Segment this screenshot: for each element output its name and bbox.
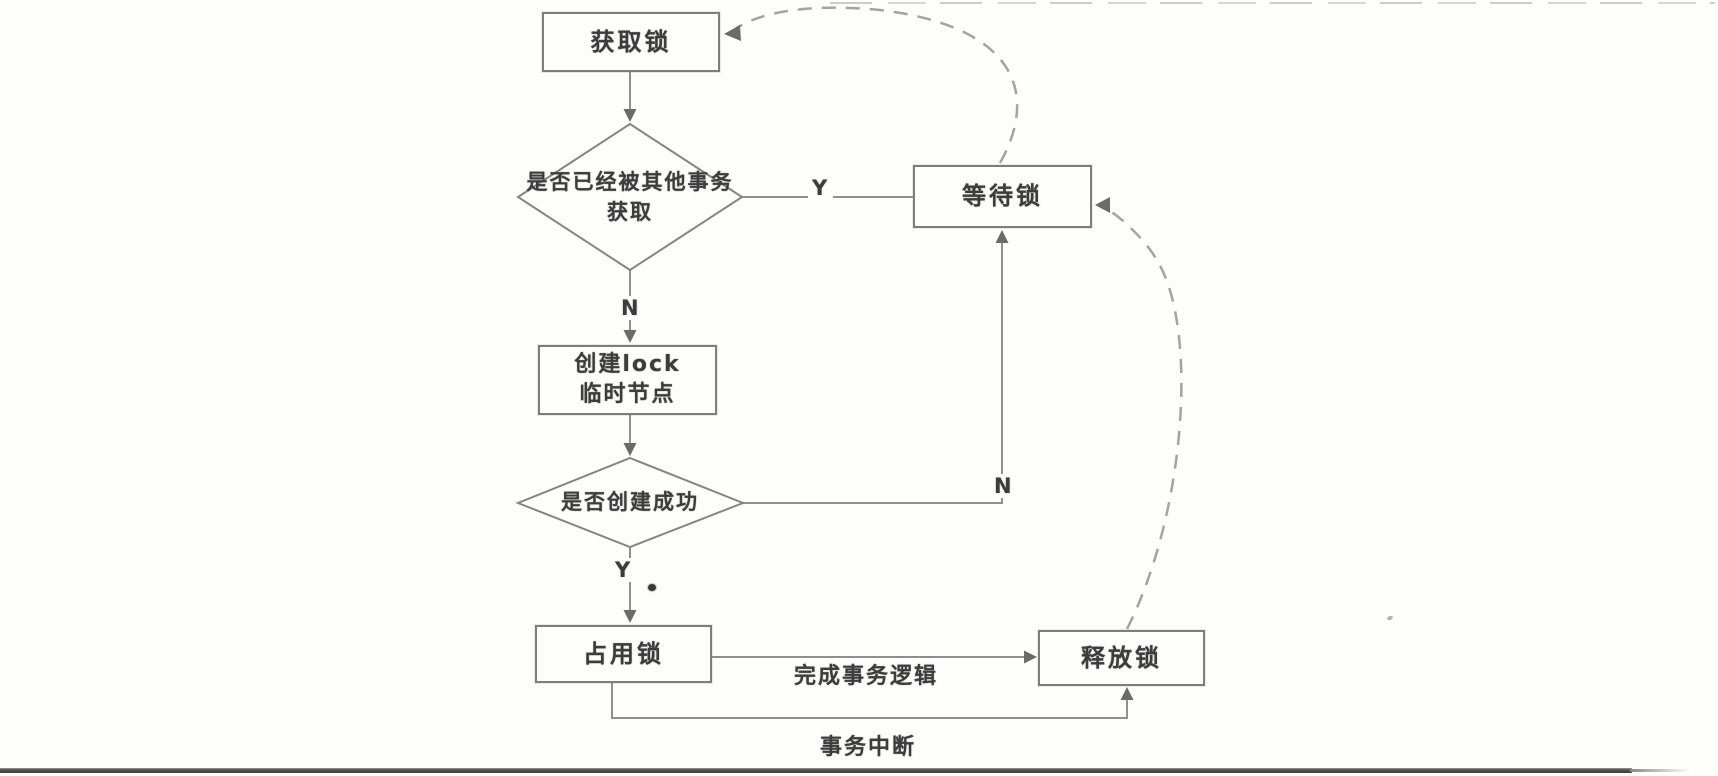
decision-other-tx-label: 是否已经被其他事务 获取 <box>512 152 748 242</box>
edge-label-complete-tx: 完成事务逻辑 <box>794 664 939 689</box>
node-create-lock-line1: 创建lock <box>574 352 681 378</box>
page-bottom-rule-fade <box>1630 769 1690 772</box>
decision-other-tx-line1: 是否已经被其他事务 <box>526 169 734 194</box>
node-release-lock-label: 释放锁 <box>1081 643 1162 672</box>
edge-label-y2: Y <box>611 558 637 582</box>
node-create-lock-line2: 临时节点 <box>579 382 676 407</box>
edge-interrupt-route <box>611 683 1128 719</box>
arrowhead-into-acquire-dashed <box>724 25 741 41</box>
arrowhead-into-release-left <box>1024 650 1037 664</box>
arrowhead-into-check <box>623 109 637 122</box>
arrowhead-into-wait-dashed <box>1095 197 1110 213</box>
page-bottom-rule <box>0 768 1632 773</box>
node-acquire-lock: 获取锁 <box>542 12 720 72</box>
decision-other-tx-line2: 获取 <box>607 200 653 224</box>
scan-top-edge-line <box>830 2 1715 4</box>
edge-release-to-wait-dashed <box>1103 205 1183 630</box>
arrowhead-into-check2 <box>623 443 637 456</box>
arrowhead-into-wait-bottom <box>995 230 1009 243</box>
decision-create-ok-label: 是否创建成功 <box>516 487 744 517</box>
node-wait-lock-label: 等待锁 <box>962 182 1043 211</box>
arrowhead-into-occupy <box>623 610 637 623</box>
node-release-lock: 释放锁 <box>1038 630 1205 686</box>
decision-create-ok-diamond <box>515 456 746 549</box>
edge-label-y1: Y <box>808 176 834 200</box>
edge-label-tx-interrupt: 事务中断 <box>820 735 917 760</box>
arrowhead-into-create <box>623 330 637 343</box>
ink-dot-artifact <box>648 584 656 591</box>
edge-check2-to-wait <box>743 238 1003 504</box>
node-create-lock-node: 创建lock 临时节点 <box>538 345 717 415</box>
decision-other-tx-diamond <box>516 122 744 272</box>
node-acquire-lock-label: 获取锁 <box>590 27 672 56</box>
edge-label-n2: N <box>990 474 1018 498</box>
node-wait-lock: 等待锁 <box>913 165 1092 228</box>
node-occupy-lock-label: 占用锁 <box>583 639 664 668</box>
edge-wait-to-acquire-dashed <box>733 6 1019 164</box>
decision-create-ok-text: 是否创建成功 <box>561 489 699 514</box>
arrowhead-into-release-bottom <box>1120 687 1134 700</box>
edge-label-n1: N <box>617 296 645 320</box>
node-occupy-lock: 占用锁 <box>535 625 712 683</box>
